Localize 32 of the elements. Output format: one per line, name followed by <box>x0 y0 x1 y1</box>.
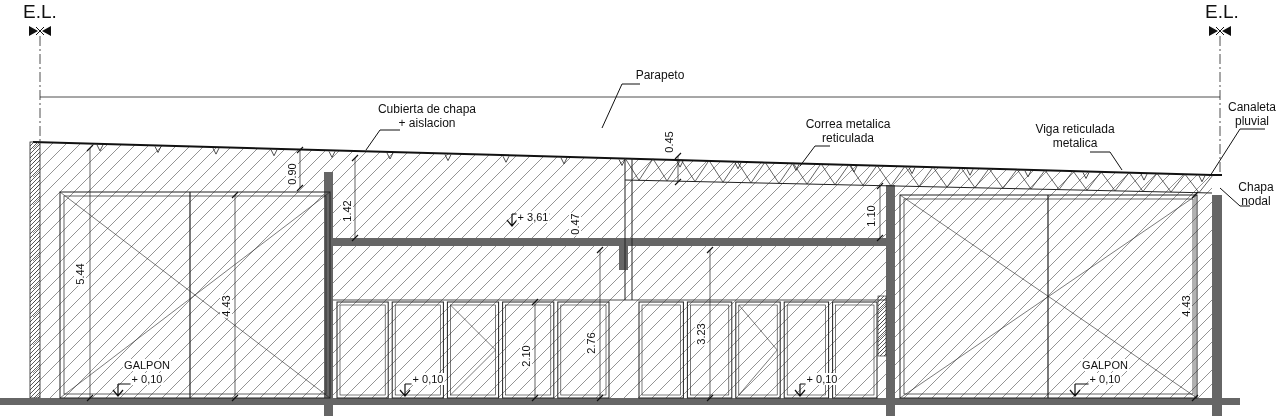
room-label: GALPON <box>123 359 171 371</box>
leader-line <box>1209 128 1266 177</box>
dimension-label: 0.90 <box>286 162 298 186</box>
dimension-label: 2.10 <box>520 344 532 368</box>
dimension-label: 3.23 <box>695 322 707 346</box>
callout-label: Parapeto <box>625 68 695 82</box>
level-label: + 0,10 <box>805 373 839 385</box>
dimension-label: 4.43 <box>1180 294 1192 318</box>
level-label: + 0,10 <box>411 373 445 385</box>
axis-label: E.L. <box>22 2 58 22</box>
level-label: + 0,10 <box>130 373 164 385</box>
dimension-label: 1.10 <box>865 204 877 228</box>
callout-label: Chapa nodal <box>1228 180 1284 208</box>
room-label: GALPON <box>1081 359 1129 371</box>
level-label: + 3,61 <box>516 211 550 223</box>
callout-label: Canaleta pluvial <box>1224 100 1280 128</box>
leader-line <box>1219 187 1251 207</box>
leader-line <box>365 129 401 151</box>
dimension-label: 2.76 <box>585 331 597 355</box>
dimension-label: 4.43 <box>220 294 232 318</box>
leader-line <box>1089 151 1123 171</box>
callout-label: Viga reticulada metalica <box>1023 122 1127 150</box>
leader-line <box>601 83 641 129</box>
leader-line <box>799 145 831 167</box>
dimension-label: 0.47 <box>569 212 581 236</box>
level-label: + 0,10 <box>1088 373 1122 385</box>
axis-label: E.L. <box>1204 2 1240 22</box>
dimension-label: 0.45 <box>663 130 675 154</box>
dimension-label: 5.44 <box>74 262 86 286</box>
callout-label: Cubierta de chapa + aislacion <box>375 102 479 130</box>
callout-label: Correa metalica reticulada <box>796 117 900 145</box>
dimension-label: 1.42 <box>341 199 353 223</box>
